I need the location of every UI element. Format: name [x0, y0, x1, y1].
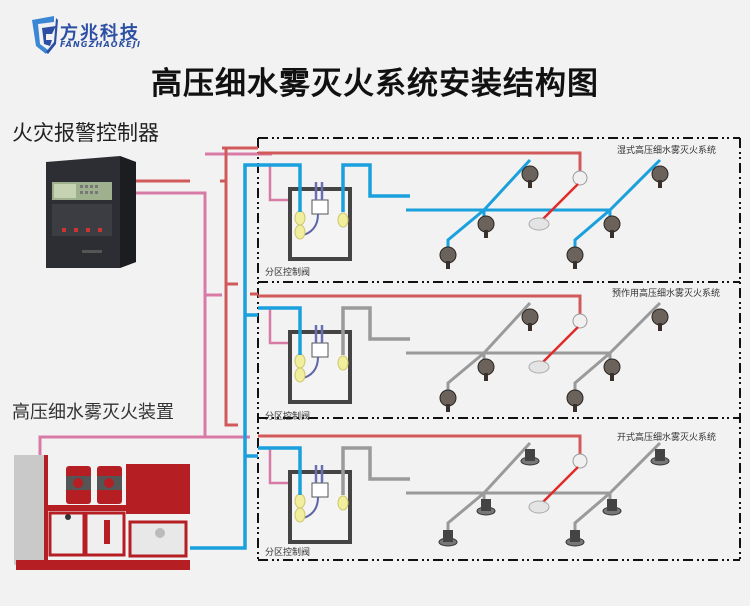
detector-wire	[541, 183, 579, 221]
zone-inlet-pipe	[258, 306, 302, 355]
alarm-bell-icon	[528, 217, 550, 231]
zone-inlet-pipe	[258, 163, 302, 212]
brand-name: 方兆科技	[60, 23, 140, 44]
zone-signal-line	[258, 434, 582, 455]
open-nozzle-icon	[476, 499, 496, 516]
zone-outlet-pipe	[341, 163, 410, 212]
brand-logo-icon	[32, 16, 58, 54]
zone-1-valve-label: 分区控制阀	[265, 268, 311, 278]
closed-nozzle-icon	[651, 308, 669, 331]
water-main	[190, 163, 258, 550]
zone-valve-signal	[268, 164, 294, 202]
zone-signal-line	[258, 294, 582, 315]
zone-1	[258, 151, 669, 269]
valve-fitting	[294, 353, 306, 369]
valve-cable	[314, 325, 324, 343]
closed-nozzle-icon	[566, 246, 584, 269]
zone-3-valve-label: 分区控制阀	[265, 548, 311, 558]
zone-2-system-label: 预作用高压细水雾灭火系统	[612, 289, 721, 299]
zone-branch-pipes	[406, 441, 662, 533]
valve-fitting	[294, 224, 306, 240]
valve-switch-box	[311, 199, 329, 215]
valve-cable	[314, 182, 324, 200]
zone-valve-signal	[268, 447, 294, 485]
brand-subtitle: FANGZHAOKEJI	[60, 40, 142, 49]
open-nozzle-icon	[602, 499, 622, 516]
valve-fitting	[294, 493, 306, 509]
alarm-bell-icon	[528, 500, 550, 514]
zone-inlet-pipe	[258, 446, 302, 495]
closed-nozzle-icon	[477, 358, 495, 381]
closed-nozzle-icon	[521, 165, 539, 188]
fire-alarm-controller-icon	[46, 156, 136, 268]
closed-nozzle-icon	[521, 308, 539, 331]
zone-valve-signal	[268, 307, 294, 345]
mist-device-icon	[14, 455, 190, 570]
valve-fitting	[337, 495, 349, 511]
valve-cable	[314, 465, 324, 483]
alarm-bell-icon	[528, 360, 550, 374]
valve-switch-box	[311, 342, 329, 358]
zone-2	[258, 294, 669, 412]
closed-nozzle-icon	[651, 165, 669, 188]
zone-1-system-label: 湿式高压细水雾灭火系统	[617, 146, 717, 156]
closed-nozzle-icon	[477, 215, 495, 238]
open-nozzle-icon	[438, 530, 458, 547]
zone-branch-pipes	[406, 301, 662, 393]
valve-fitting	[294, 367, 306, 383]
zone-boundaries	[257, 137, 741, 561]
valve-fitting	[294, 210, 306, 226]
zone-outlet-pipe	[341, 306, 410, 355]
closed-nozzle-icon	[603, 215, 621, 238]
zone-3	[258, 434, 670, 547]
detector-wire	[541, 466, 579, 504]
fire-alarm-controller-label: 火灾报警控制器	[12, 121, 159, 145]
closed-nozzle-icon	[439, 389, 457, 412]
valve-fitting	[294, 507, 306, 523]
smoke-detector-icon	[572, 313, 588, 329]
zone-signal-line	[258, 151, 582, 172]
detector-wire	[541, 326, 579, 364]
valve-fitting	[337, 212, 349, 228]
page-title: 高压细水雾灭火系统安装结构图	[151, 66, 599, 102]
valve-switch-box	[311, 482, 329, 498]
smoke-detector-icon	[572, 453, 588, 469]
closed-nozzle-icon	[439, 246, 457, 269]
closed-nozzle-icon	[603, 358, 621, 381]
mist-device-label: 高压细水雾灭火装置	[12, 402, 174, 423]
open-nozzle-icon	[520, 449, 540, 466]
valve-fitting	[337, 355, 349, 371]
zone-branch-pipes	[406, 158, 662, 250]
smoke-detector-icon	[572, 170, 588, 186]
open-nozzle-icon	[565, 530, 585, 547]
zone-3-system-label: 开式高压细水雾灭火系统	[617, 433, 717, 443]
signal-lines-red	[136, 146, 258, 427]
zone-2-valve-label: 分区控制阀	[265, 412, 311, 422]
zone-outlet-pipe	[341, 446, 410, 495]
open-nozzle-icon	[650, 449, 670, 466]
closed-nozzle-icon	[566, 389, 584, 412]
